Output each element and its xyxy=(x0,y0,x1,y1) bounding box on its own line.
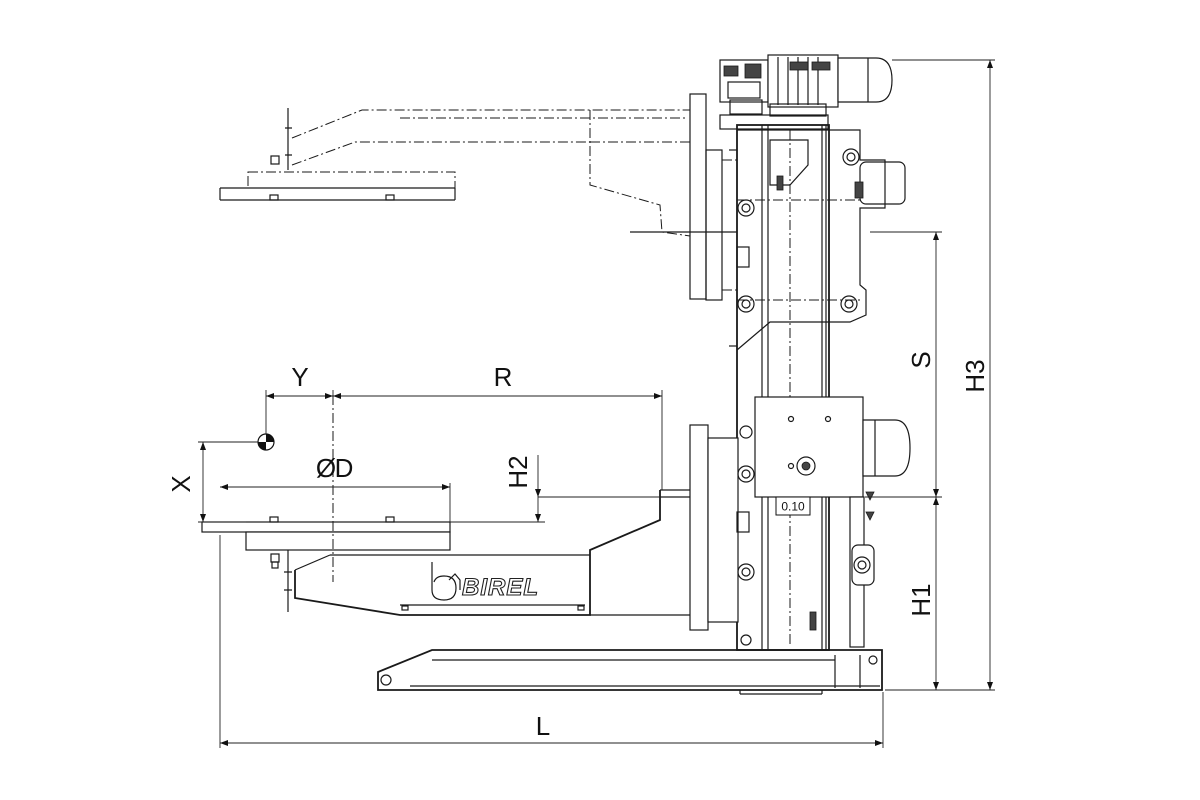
dim-label-H3: H3 xyxy=(960,359,990,392)
lower-carriage xyxy=(660,396,911,648)
birel-logo: BIREL xyxy=(431,562,539,602)
centre-of-gravity-marker xyxy=(257,395,334,582)
dim-label-diameter-symbol: Ø xyxy=(316,453,336,483)
dim-label-H2: H2 xyxy=(503,455,533,488)
brand-text: BIREL xyxy=(462,574,539,601)
dim-label-X: X xyxy=(166,475,196,492)
dim-label-Y: Y xyxy=(291,362,308,392)
dim-label-D: D xyxy=(335,453,354,483)
dim-label-L: L xyxy=(536,711,550,741)
dimension-lines xyxy=(198,59,995,748)
tolerance-box: 0.10 xyxy=(775,496,811,516)
tolerance-value: 0.10 xyxy=(781,500,805,514)
base-frame xyxy=(377,649,883,695)
lower-table xyxy=(201,516,451,551)
dim-label-H1: H1 xyxy=(906,583,936,616)
column xyxy=(719,114,830,651)
upper-arm xyxy=(219,108,691,237)
lower-arm xyxy=(270,489,690,616)
upper-carriage xyxy=(630,93,906,351)
dim-label-S: S xyxy=(906,351,936,368)
top-gear-motor xyxy=(719,54,893,117)
dimension-labels: L R Y Ø D X H2 H1 S H3 xyxy=(166,351,990,741)
dim-label-R: R xyxy=(494,362,513,392)
